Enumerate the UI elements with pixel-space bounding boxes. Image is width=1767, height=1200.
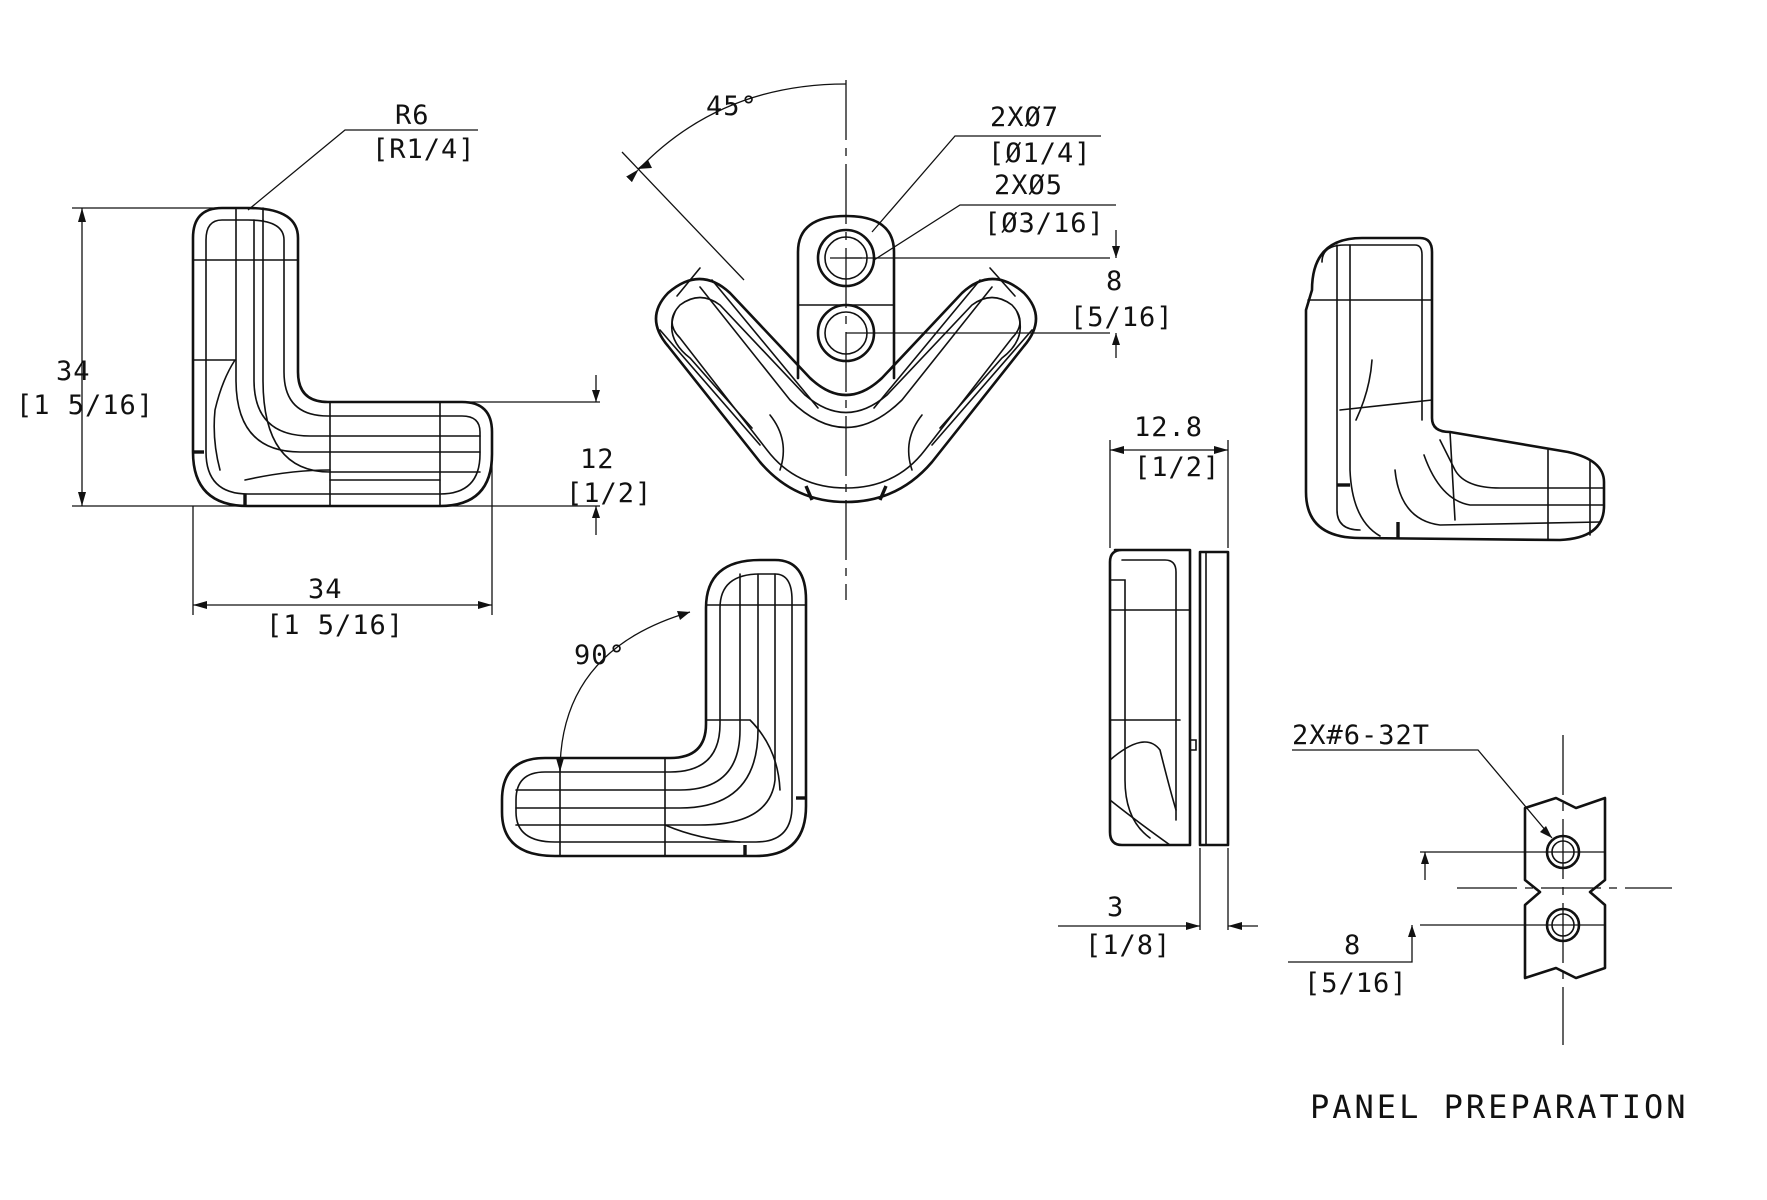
top-view-dimensions: 45° 2XØ7 [Ø1/4] 2XØ5 [Ø3/16] 8 [5/16] bbox=[621, 80, 1174, 600]
front-view-l-bracket bbox=[191, 206, 494, 508]
hole-small-in-label: [Ø3/16] bbox=[984, 208, 1105, 239]
hole-large-mm-label: 2XØ7 bbox=[990, 102, 1059, 133]
height-in-label: [1 5/16] bbox=[16, 390, 154, 421]
right-view-l-bracket bbox=[1304, 236, 1606, 542]
panel-hole-spacing-in-label: [5/16] bbox=[1304, 968, 1408, 999]
hole-spacing-mm-label: 8 bbox=[1106, 266, 1123, 297]
depth-mm-label: 12.8 bbox=[1134, 412, 1203, 443]
panel-preparation-title: PANEL PREPARATION bbox=[1310, 1088, 1689, 1126]
side-view bbox=[1108, 548, 1230, 847]
height-mm-label: 34 bbox=[56, 356, 91, 387]
width-mm-label: 34 bbox=[308, 574, 343, 605]
glass-gap-in-label: [1/8] bbox=[1085, 930, 1171, 961]
hole-large-in-label: [Ø1/4] bbox=[988, 138, 1092, 169]
bottom-view-l-bracket: 90° bbox=[500, 558, 808, 858]
hole-spacing-in-label: [5/16] bbox=[1070, 302, 1174, 333]
glass-gap-mm-label: 3 bbox=[1107, 892, 1124, 923]
radius-mm-label: R6 bbox=[395, 100, 430, 131]
thread-callout-label: 2X#6-32T bbox=[1292, 720, 1430, 751]
depth-in-label: [1/2] bbox=[1134, 452, 1220, 483]
leg-thickness-mm-label: 12 bbox=[580, 444, 615, 475]
front-view-dimensions: R6 [R1/4] 34 [1 5/16] 12 [1/2] 34 [1 5/1… bbox=[16, 100, 652, 641]
side-view-dimensions: 12.8 [1/2] 3 [1/8] bbox=[1058, 412, 1258, 961]
angle-90-label: 90° bbox=[574, 640, 626, 671]
angle-45-label: 45° bbox=[706, 91, 758, 122]
panel-hole-spacing-mm-label: 8 bbox=[1344, 930, 1361, 961]
panel-preparation-detail: 2X#6-32T 8 [5/16] PANEL PREPARATION bbox=[1288, 720, 1689, 1126]
radius-in-label: [R1/4] bbox=[372, 134, 476, 165]
leg-thickness-in-label: [1/2] bbox=[566, 478, 652, 509]
width-in-label: [1 5/16] bbox=[266, 610, 404, 641]
hole-small-mm-label: 2XØ5 bbox=[994, 170, 1063, 201]
